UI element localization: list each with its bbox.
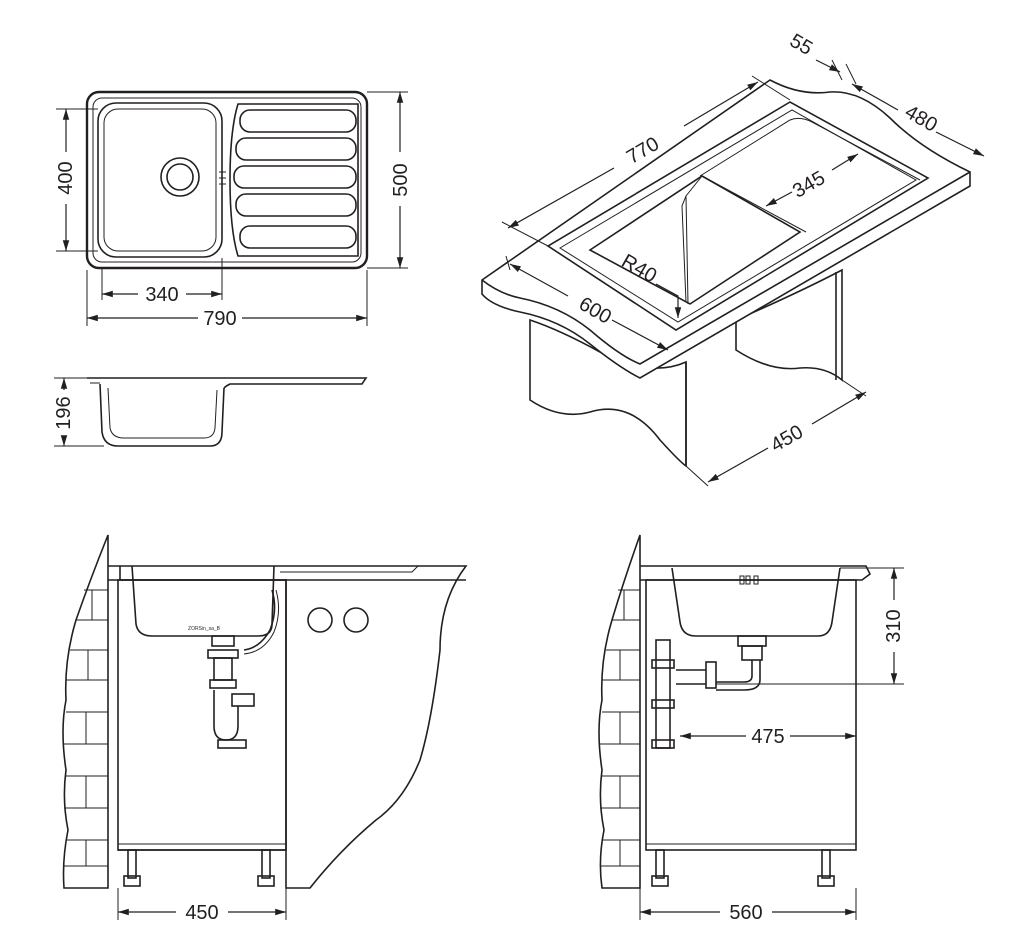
side-profile-view: 196 — [53, 377, 368, 447]
dim-overall-width: 790 — [203, 308, 236, 330]
profile-bowl — [99, 383, 225, 447]
sink-outline — [85, 90, 369, 270]
dim-front-cabinet: 450 — [185, 902, 218, 924]
iso-sink-rim — [546, 101, 930, 331]
side-sink-bowl — [671, 567, 841, 637]
front-cabinet — [117, 579, 287, 851]
dim-sink-height: 196 — [53, 396, 75, 429]
drain-outer — [160, 157, 200, 197]
front-panel-hole-right — [343, 607, 369, 633]
profile-rim — [87, 377, 368, 389]
dim-side-drain-height: 310 — [883, 609, 905, 642]
front-wall-bricks — [64, 589, 108, 867]
dim-overall-depth: 500 — [390, 163, 412, 196]
bowl-inner — [103, 108, 217, 252]
bowl-outline — [97, 102, 223, 258]
drainboard-grooves — [233, 109, 357, 249]
dim-side-drain-offset: 475 — [751, 726, 784, 748]
dim-iso-cabinet: 450 — [767, 421, 807, 457]
side-drain-trap — [651, 635, 767, 749]
dim-bowl-depth: 400 — [55, 161, 77, 194]
side-sink-mark — [739, 575, 759, 585]
drainboard-outline — [229, 103, 359, 257]
iso-bowl — [588, 175, 802, 305]
sink-rim-inner — [92, 97, 362, 263]
front-siphon — [207, 635, 255, 749]
dim-iso-depth: 480 — [901, 101, 941, 137]
drain-inner — [166, 163, 194, 191]
side-installation-view: 310 475 560 — [598, 534, 905, 924]
dim-side-cabinet: 560 — [729, 902, 762, 924]
front-sink-mark: ZORSin_sa_B — [188, 626, 221, 632]
front-panel-hole-left — [307, 607, 333, 633]
dim-iso-rim: 55 — [786, 30, 816, 60]
dim-bowl-width: 340 — [145, 284, 178, 306]
iso-cabinet-right — [735, 268, 843, 382]
side-cabinet — [645, 579, 857, 851]
side-wall-bricks — [600, 589, 640, 867]
front-installation-view: ZORSin_sa_B 450 — [62, 534, 468, 924]
front-cabinet-legs — [123, 849, 275, 887]
side-countertop — [640, 565, 872, 581]
isometric-view: 770 55 480 345 R40 600 450 — [481, 30, 985, 487]
top-view: 340 790 400 500 — [55, 90, 412, 330]
side-cabinet-legs — [651, 849, 835, 887]
front-countertop — [108, 565, 468, 889]
